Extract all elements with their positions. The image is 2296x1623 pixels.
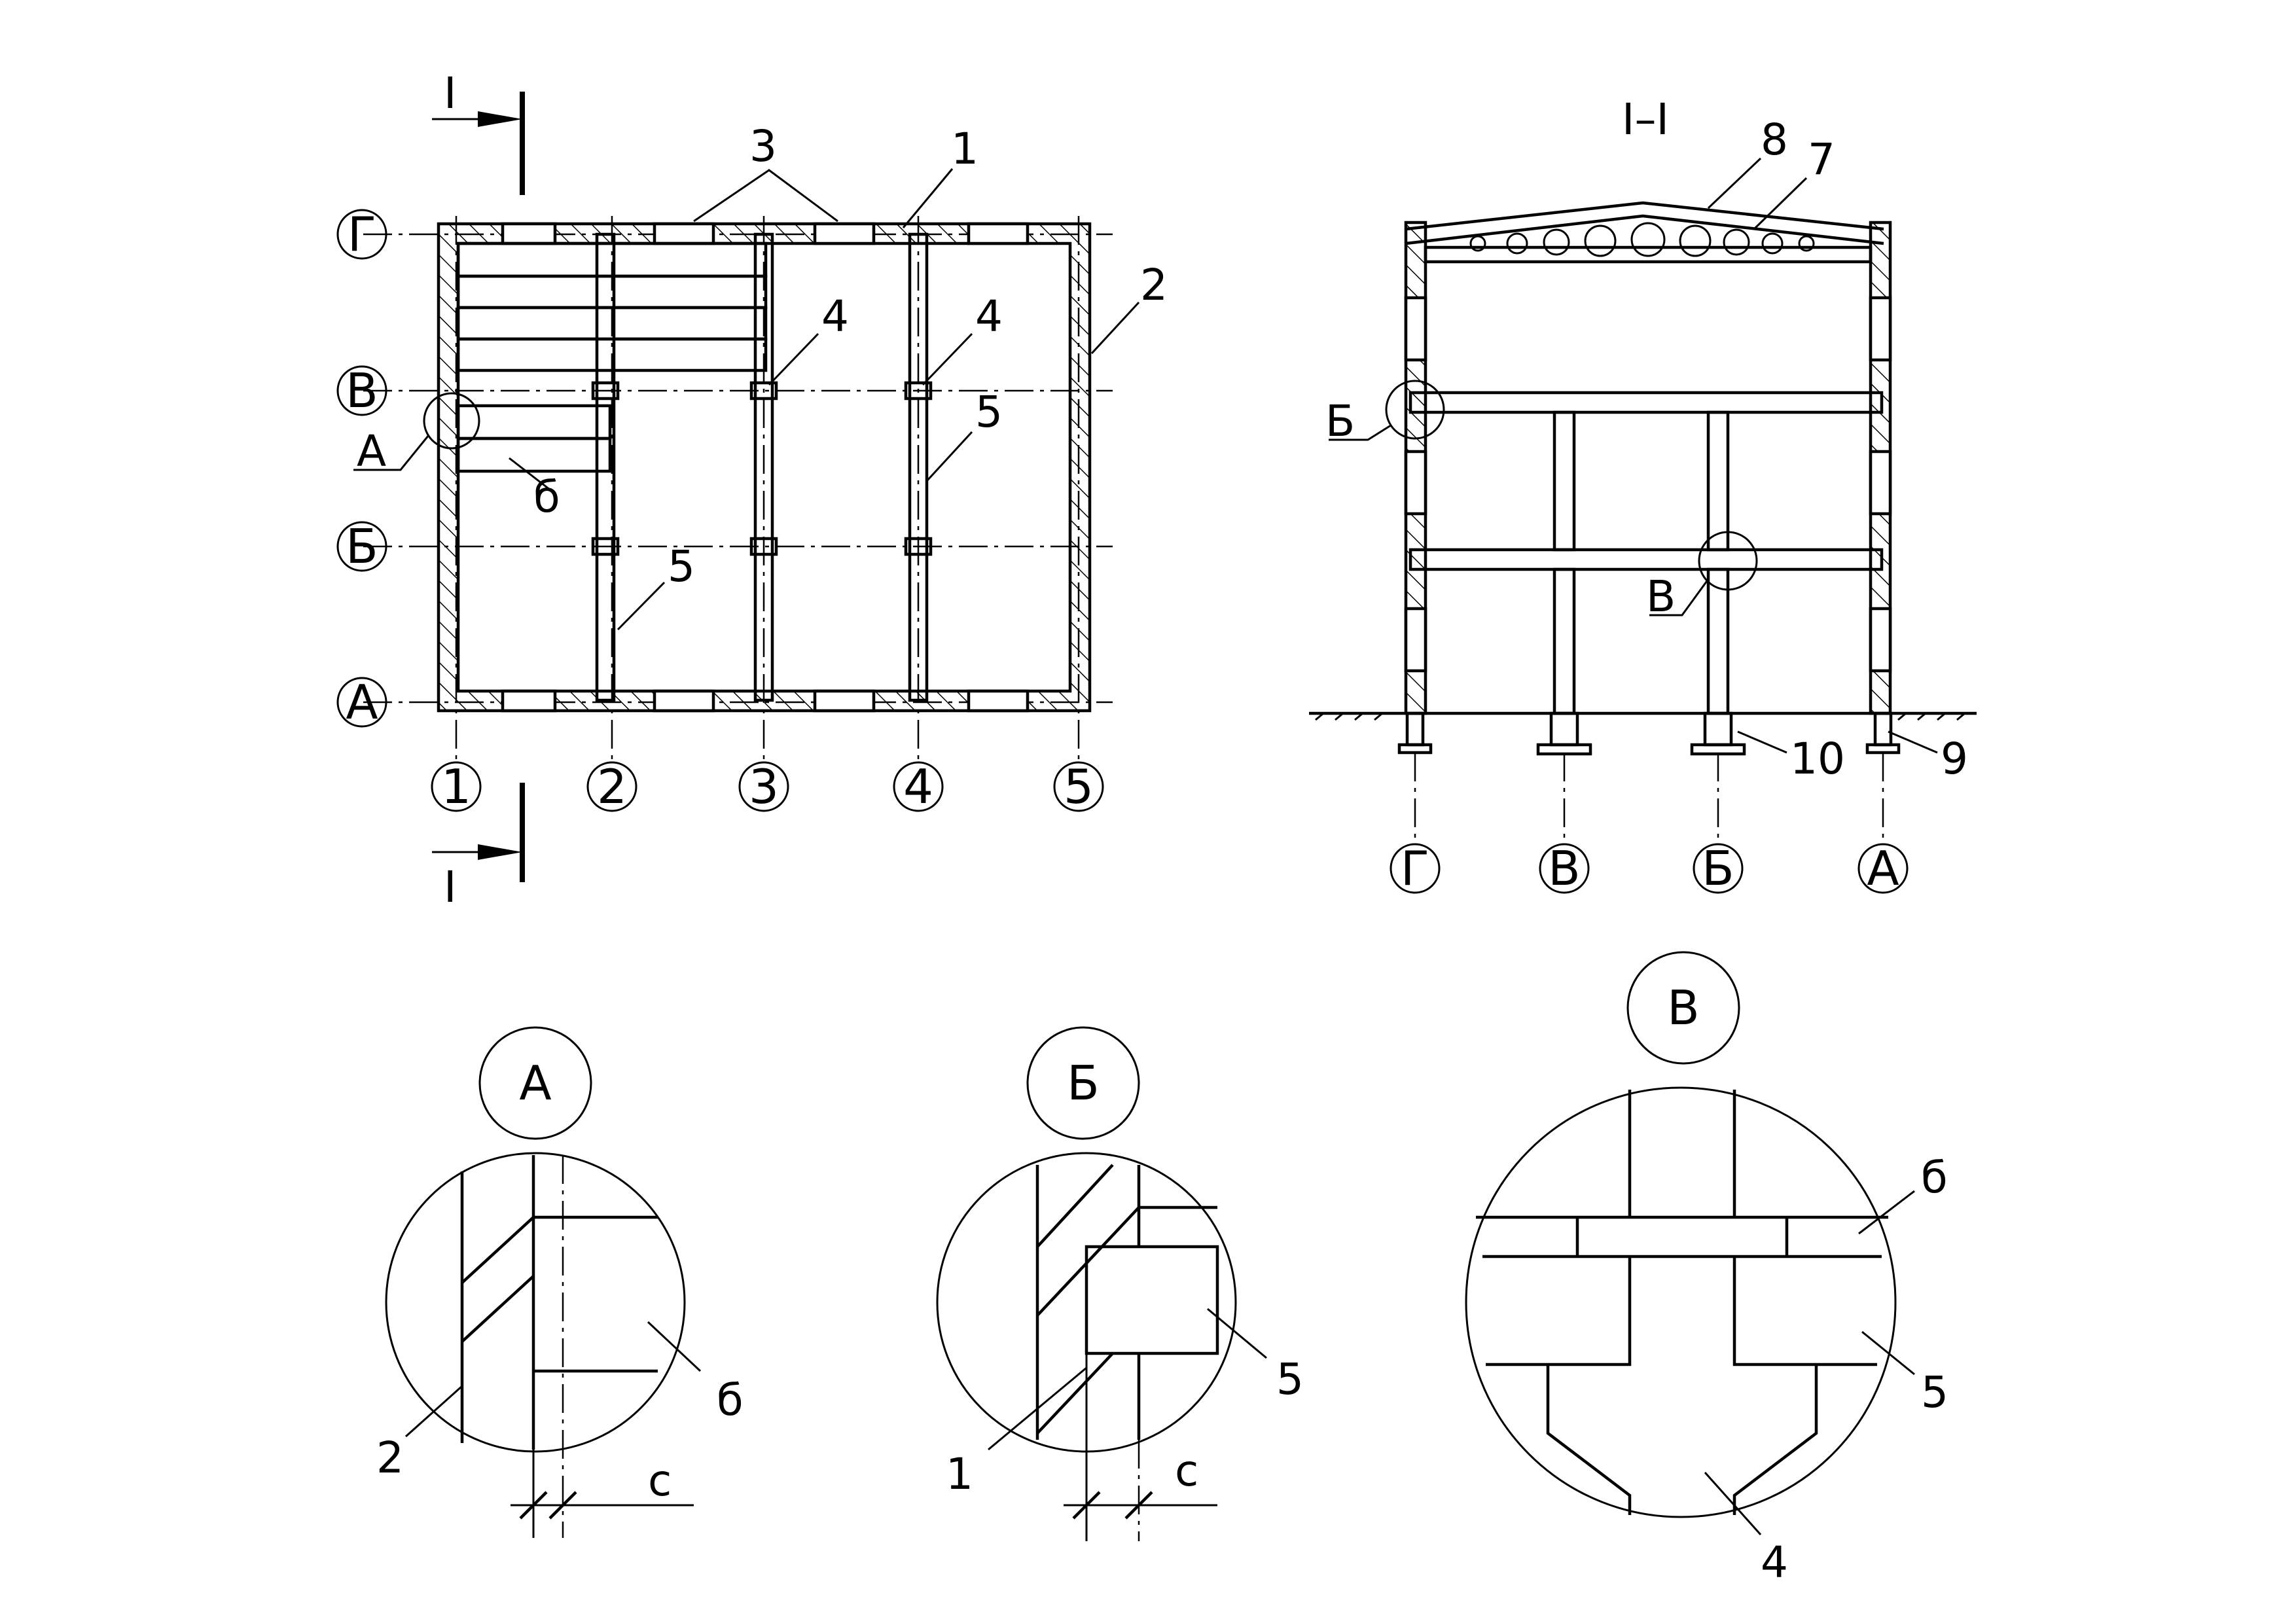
detail-a: А 2 б с xyxy=(376,1026,744,1538)
detail-c: В б 5 4 xyxy=(1465,951,1948,1588)
row-label: Б xyxy=(346,519,378,574)
col-label: 3 xyxy=(749,759,779,814)
callout-label: 2 xyxy=(1140,260,1168,310)
detail-title: А xyxy=(519,1056,551,1111)
callout-label: 7 xyxy=(1808,134,1835,185)
callout-label: б xyxy=(533,472,560,522)
section-mark-bottom: I xyxy=(444,862,456,912)
detail-title: Б xyxy=(1067,1056,1099,1111)
col-label: 2 xyxy=(597,759,627,814)
callout-label: 9 xyxy=(1941,734,1968,784)
callout-label: 1 xyxy=(951,124,978,174)
row-label: Г xyxy=(348,207,376,262)
section-mark-top: I xyxy=(444,68,456,118)
col-label: 1 xyxy=(441,759,471,814)
dimension-label: с xyxy=(648,1455,672,1506)
axis-label: В xyxy=(1548,841,1580,896)
callout-label: 8 xyxy=(1761,115,1788,165)
callout-label: 4 xyxy=(975,291,1003,342)
dimension-label: с xyxy=(1175,1446,1198,1496)
section-title: I–I xyxy=(1622,94,1669,145)
axis-label: А xyxy=(1867,841,1899,896)
col-label: 5 xyxy=(1064,759,1094,814)
row-label: А xyxy=(346,675,378,730)
callout-label: 5 xyxy=(975,387,1003,437)
axis-label: Г xyxy=(1401,841,1429,896)
callout-label: 4 xyxy=(821,291,849,342)
detail-title: В xyxy=(1667,980,1699,1035)
detail-b: Б 1 5 с xyxy=(936,1026,1304,1541)
detail-label: 2 xyxy=(376,1433,404,1483)
row-label: В xyxy=(346,363,378,418)
col-label: 4 xyxy=(903,759,933,814)
callout-label: 3 xyxy=(749,121,777,171)
detail-label: 4 xyxy=(1761,1537,1788,1588)
floor-plan: Г В Б А 1 2 3 4 5 I I 3 1 xyxy=(336,68,1168,912)
detail-ref: А xyxy=(357,426,386,476)
detail-ref: Б xyxy=(1325,396,1355,446)
axis-label: Б xyxy=(1702,841,1734,896)
callout-label: 5 xyxy=(668,541,695,592)
callout-label: 10 xyxy=(1790,734,1845,784)
detail-label: 1 xyxy=(946,1449,973,1499)
detail-label: 5 xyxy=(1276,1354,1304,1404)
section-view: I–I xyxy=(1309,94,1977,896)
detail-label: б xyxy=(1921,1152,1948,1203)
detail-ref: В xyxy=(1646,571,1676,622)
detail-label: 5 xyxy=(1921,1367,1948,1418)
detail-label: б xyxy=(717,1375,744,1425)
